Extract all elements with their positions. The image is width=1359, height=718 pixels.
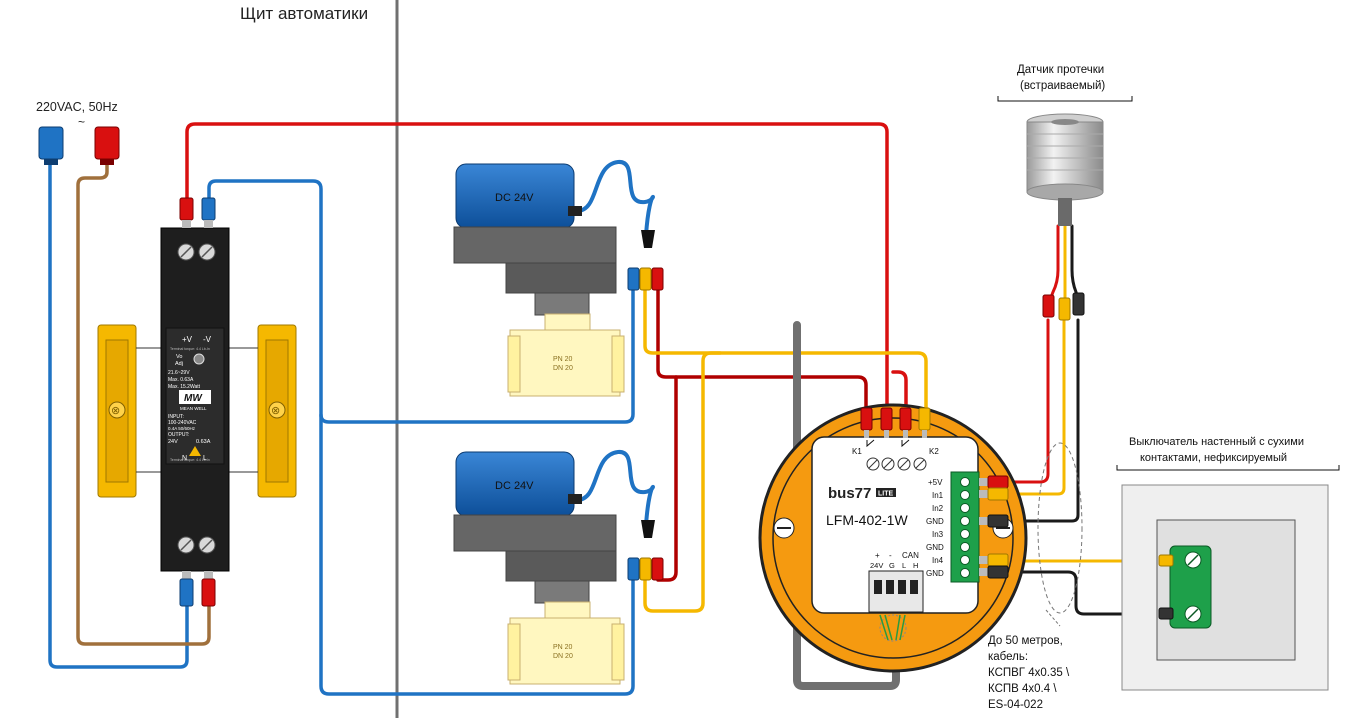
controller-brand: bus77 bbox=[828, 485, 871, 502]
sensor-label-1: Датчик протечки bbox=[1017, 64, 1104, 76]
leak-sensor: Датчик протечки (встраиваемый) bbox=[997, 64, 1133, 321]
cable-line-4: КСПВ 4x0.4 \ bbox=[988, 683, 1057, 695]
mains-symbol: ~ bbox=[78, 115, 85, 129]
switch-label-2: контактами, нефиксируемый bbox=[1140, 452, 1287, 464]
wire-switch-gnd bbox=[998, 570, 1167, 616]
wire-24v-plus bbox=[185, 122, 889, 412]
input-label-gnd3: GND bbox=[926, 569, 944, 578]
pwr-label-minus: - bbox=[889, 551, 892, 560]
cable-note: До 50 метров, кабель: КСПВГ 4x0.35 \ КСП… bbox=[988, 635, 1070, 711]
psu-input-spec: 0.4A 50/60Hz bbox=[168, 426, 196, 431]
input-label-gnd2: GND bbox=[926, 543, 944, 552]
actuator-2-label: DC 24V bbox=[495, 480, 534, 492]
valve-2-pn: PN 20 bbox=[553, 644, 573, 651]
valve-2: DC 24V PN 20 DN 20 bbox=[453, 451, 664, 685]
wire-sensor-black bbox=[1070, 224, 1080, 302]
warning-triangle-icon bbox=[189, 446, 201, 456]
wire-sensor-to-gnd bbox=[998, 318, 1080, 523]
wire-valve2-yellow bbox=[643, 351, 722, 613]
wire-mains-neutral bbox=[48, 156, 189, 669]
psu-adj-vo: Vo bbox=[176, 354, 182, 360]
psu-logo bbox=[179, 390, 211, 404]
controller-brand-badge: LITE bbox=[878, 491, 893, 498]
sensor-label-2: (встраиваемый) bbox=[1020, 80, 1105, 92]
mains-plug-red bbox=[94, 126, 120, 165]
pwr-label-h: H bbox=[913, 561, 918, 570]
psu-input-title: INPUT: bbox=[168, 414, 184, 420]
panel-title: Щит автоматики bbox=[240, 4, 368, 23]
wire-valve1-yellow bbox=[643, 288, 928, 412]
pwr-label-g: G bbox=[889, 561, 895, 570]
wire-valve1-blue bbox=[319, 288, 635, 424]
wire-sensor-red bbox=[1048, 224, 1060, 302]
input-label-in4: In4 bbox=[932, 556, 944, 565]
wires bbox=[48, 122, 1167, 696]
input-label-5v: +5V bbox=[928, 478, 943, 487]
switch-label-1: Выключатель настенный с сухими bbox=[1129, 436, 1304, 448]
cable-marker bbox=[1037, 442, 1083, 614]
valve-1-pn: PN 20 bbox=[553, 356, 573, 363]
mains-label: 220VAC, 50Hz bbox=[36, 100, 118, 114]
psu-max-w: Max. 15.2Watt bbox=[168, 384, 201, 390]
cable-line-3: КСПВГ 4x0.35 \ bbox=[988, 667, 1070, 679]
psu-note-bottom: Terminal torque: 4.4 Lb-In bbox=[170, 458, 210, 462]
wire-actuator2-cable bbox=[575, 450, 655, 527]
cable-line-5: ES-04-022 bbox=[988, 699, 1043, 711]
valve-1: DC 24V PN 20 DN 20 bbox=[453, 163, 664, 397]
input-label-gnd1: GND bbox=[926, 517, 944, 526]
psu-in-l: L bbox=[203, 455, 207, 462]
pwr-label-24v: 24V bbox=[870, 561, 883, 570]
switch-contact-block bbox=[1169, 545, 1212, 629]
input-label-in1: In1 bbox=[932, 491, 944, 500]
psu-output-a: 0.63A bbox=[196, 439, 211, 445]
actuator-1-label: DC 24V bbox=[495, 192, 534, 204]
psu-out-plus: +V bbox=[182, 335, 193, 344]
wire-sensor-to-5v bbox=[998, 318, 1050, 484]
power-supply: ⊗ ⊗ +V -V Terminal torque: 4.4 Lb-In Vo … bbox=[97, 197, 297, 607]
relay-terminals bbox=[866, 457, 927, 471]
relay-k2-label: K2 bbox=[929, 447, 939, 456]
psu-output-v: 24V bbox=[168, 439, 178, 445]
controller: K1 K2 bus77 LITE LFM-402-1W +5V In1 In2 … bbox=[758, 403, 1028, 673]
wire-k-common bbox=[891, 370, 908, 412]
wire-valve2-red bbox=[656, 375, 678, 582]
cable-line-1: До 50 метров, bbox=[988, 635, 1063, 647]
wire-actuator1-cable bbox=[575, 160, 655, 237]
psu-max-a: Max. 0.63A bbox=[168, 377, 194, 383]
psu-adjust-knob-icon bbox=[193, 353, 205, 365]
controller-model: LFM-402-1W bbox=[826, 512, 908, 528]
psu-v-range: 21.6~29V bbox=[168, 370, 190, 376]
input-terminal-block bbox=[950, 471, 980, 583]
mains-plug-blue bbox=[38, 126, 64, 165]
valve-1-dn: DN 20 bbox=[553, 365, 573, 372]
wire-mains-line bbox=[76, 156, 211, 646]
wire-sensor-to-in1 bbox=[998, 318, 1066, 496]
pwr-label-l: L bbox=[902, 561, 906, 570]
wire-valve1-red bbox=[656, 288, 868, 412]
input-label-in2: In2 bbox=[932, 504, 944, 513]
psu-output-title: OUTPUT: bbox=[168, 432, 189, 438]
pwr-label-plus: + bbox=[875, 551, 880, 560]
psu-input-range: 100-240VAC bbox=[168, 420, 197, 426]
relay-k1-label: K1 bbox=[852, 447, 862, 456]
psu-in-n: N bbox=[182, 455, 187, 462]
wall-switch: Выключатель настенный с сухими контактам… bbox=[1116, 436, 1340, 691]
psu-out-minus: -V bbox=[203, 335, 212, 344]
clip-screw-icon: ⊗ bbox=[271, 405, 280, 417]
psu-brand: MW bbox=[184, 393, 203, 404]
clip-screw-icon: ⊗ bbox=[111, 405, 120, 417]
pwr-label-can: CAN bbox=[902, 551, 919, 560]
cable-line-2: кабель: bbox=[988, 651, 1028, 663]
ground-strap bbox=[793, 321, 900, 690]
din-clip-left: ⊗ bbox=[97, 324, 137, 498]
psu-adj: Adj bbox=[175, 361, 183, 367]
wire-24v-minus bbox=[207, 179, 635, 696]
input-terminal-screws bbox=[960, 477, 970, 578]
input-label-in3: In3 bbox=[932, 530, 944, 539]
psu-note-top: Terminal torque: 4.4 Lb-In bbox=[170, 347, 210, 351]
din-clip-right: ⊗ bbox=[257, 324, 297, 498]
psu-brand-sub: MEAN WELL bbox=[180, 406, 207, 411]
valve-2-dn: DN 20 bbox=[553, 653, 573, 660]
